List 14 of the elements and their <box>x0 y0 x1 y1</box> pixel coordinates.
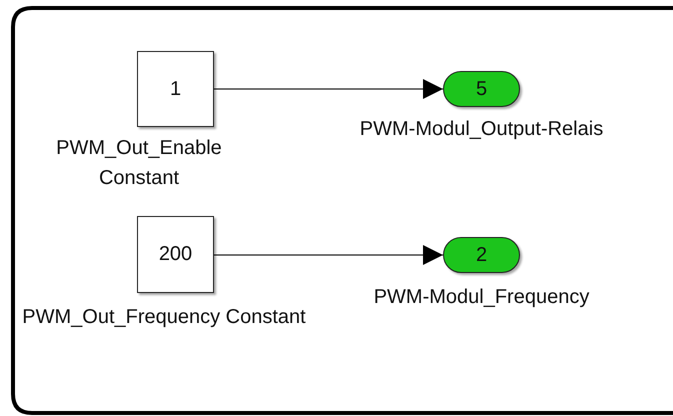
output-port <box>443 237 520 273</box>
constant-block <box>137 216 214 293</box>
block-value: 1 <box>170 78 182 100</box>
constant-block <box>137 51 214 127</box>
block-value: 5 <box>476 78 488 100</box>
block-value: 2 <box>476 244 488 266</box>
signal-arrow <box>214 245 444 265</box>
block-name: PWM-Modul_Frequency <box>372 285 590 310</box>
output-port <box>443 71 520 107</box>
signal-arrow <box>214 79 444 99</box>
block-name: PWM-Modul_Output-Relais <box>358 117 604 142</box>
block-value: 200 <box>158 243 192 266</box>
block-name: PWM_Out_Enable Constant <box>55 136 223 191</box>
block-name: PWM_Out_Frequency Constant <box>21 305 307 330</box>
